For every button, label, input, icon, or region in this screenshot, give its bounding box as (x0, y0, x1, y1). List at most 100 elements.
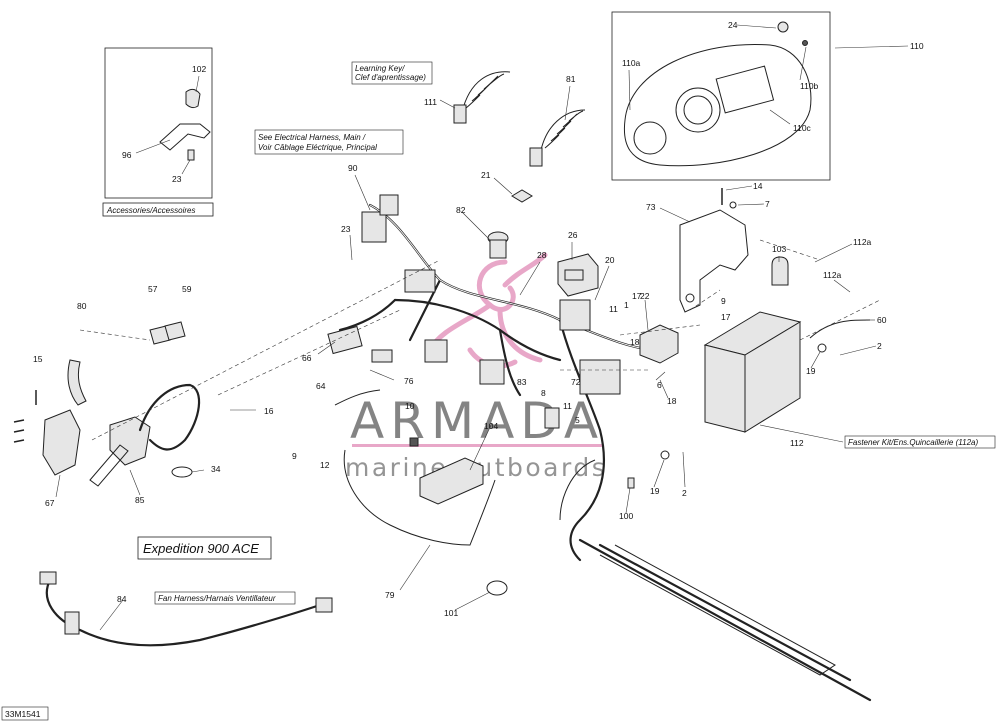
callout-2a: 2 (877, 341, 882, 351)
fan-harness-label: Fan Harness/Harnais Ventillateur (158, 594, 276, 603)
cover-67 (42, 409, 81, 476)
screw-part-110b (802, 40, 808, 46)
callout-14: 14 (753, 181, 763, 191)
gauge-display (715, 65, 775, 114)
key-part-81 (529, 147, 543, 167)
fuse-box-72 (579, 359, 621, 395)
callout-82: 82 (456, 205, 466, 215)
callout-110: 110 (910, 41, 924, 51)
callout-84: 84 (117, 594, 127, 604)
callout-17a: 17 (632, 291, 642, 301)
callout-111: 111 (424, 97, 437, 107)
key-part-111 (453, 104, 467, 124)
callout-85: 85 (135, 495, 145, 505)
callout-59: 59 (182, 284, 192, 294)
callout-67: 67 (45, 498, 55, 508)
model-label-text: Expedition 900 ACE (143, 541, 259, 556)
switch-part-96 (159, 123, 211, 151)
block-59 (164, 321, 186, 341)
strap-79 (343, 449, 496, 546)
callout-90: 90 (348, 163, 358, 173)
callout-18a: 18 (630, 337, 640, 347)
washer-7 (729, 201, 737, 209)
gauge-bezel (623, 43, 812, 167)
callout-12: 12 (320, 460, 330, 470)
callout-79: 79 (385, 590, 395, 600)
callout-102: 102 (192, 64, 206, 74)
callout-7: 7 (765, 199, 770, 209)
diagram-code: 33M1541 (1, 706, 49, 721)
gauge-cluster-inset (611, 11, 831, 181)
connector-76 (371, 349, 393, 363)
callout-72: 72 (571, 377, 581, 387)
main-harness-90 (327, 194, 652, 562)
sensor-5 (544, 407, 560, 429)
learning-key-line1: Learning Key/ (355, 64, 405, 73)
connector-90 (361, 211, 387, 243)
clip-part-23 (187, 149, 195, 161)
callout-76: 76 (404, 376, 414, 386)
ignition-switch-82 (487, 231, 509, 259)
callout-9a: 9 (721, 296, 726, 306)
callout-80: 80 (77, 301, 87, 311)
grommet-101 (486, 580, 508, 596)
solenoid-22 (639, 324, 679, 364)
fastener-kit-label: Fastener Kit/Ens.Quincaillerie (112a) (848, 438, 978, 447)
fastener-kit-box: Fastener Kit/Ens.Quincaillerie (112a) (844, 435, 996, 449)
gauge-frame (611, 11, 831, 181)
callout-81: 81 (566, 74, 576, 84)
callout-2b: 2 (682, 488, 687, 498)
bracket-73 (679, 209, 749, 313)
callout-64: 64 (316, 381, 326, 391)
model-label: Expedition 900 ACE (137, 536, 272, 560)
accessories-label: Accessories/Accessoires (106, 206, 195, 215)
callout-20: 20 (605, 255, 615, 265)
tether-coil-81 (539, 109, 586, 156)
callout-10: 10 (405, 401, 415, 411)
cap-100 (627, 477, 635, 489)
washer-19b (660, 450, 670, 460)
main-harness-note: See Electrical Harness, Main / Voir Câbl… (254, 129, 404, 155)
callout-22: 22 (640, 291, 650, 301)
gauge-left (633, 121, 667, 155)
main-harness-line1: See Electrical Harness, Main / (258, 133, 366, 142)
callout-24: 24 (728, 20, 738, 30)
callout-23a: 23 (172, 174, 182, 184)
callout-100: 100 (619, 511, 633, 521)
cable-60 (809, 319, 871, 339)
callout-57: 57 (148, 284, 158, 294)
callout-16: 16 (264, 406, 274, 416)
callout-9b: 9 (292, 451, 297, 461)
callout-34: 34 (211, 464, 221, 474)
callout-26: 26 (568, 230, 578, 240)
callout-112a-a: 112a (853, 237, 872, 247)
tether-coil-111 (461, 71, 511, 113)
callout-19b: 19 (650, 486, 660, 496)
nut-part-24 (777, 21, 789, 33)
accessories-inset: Accessories/Accessoires (102, 47, 214, 217)
callout-11a: 11 (609, 304, 618, 314)
connector-103 (771, 256, 789, 286)
tether-switch-85 (89, 383, 201, 487)
dashed-guides (79, 239, 881, 441)
callout-103: 103 (772, 244, 786, 254)
ground-strap-64 (334, 389, 381, 406)
accessories-label-box (102, 202, 214, 217)
knob-part-102 (185, 88, 201, 109)
battery-112 (703, 311, 802, 433)
fuse-10 (409, 437, 419, 447)
module-66 (327, 325, 363, 355)
rear-harness (559, 459, 872, 702)
callout-23b: 23 (341, 224, 351, 234)
fan-harness-box: Fan Harness/Harnais Ventillateur (154, 591, 296, 605)
main-harness-line2: Voir Câblage Eléctrique, Principal (258, 143, 377, 152)
callout-104: 104 (484, 421, 498, 431)
callout-66: 66 (302, 353, 312, 363)
callout-21: 21 (481, 170, 491, 180)
callout-112: 112 (790, 438, 804, 448)
relay-block (559, 299, 591, 331)
callout-83: 83 (517, 377, 527, 387)
module-104 (419, 457, 484, 505)
